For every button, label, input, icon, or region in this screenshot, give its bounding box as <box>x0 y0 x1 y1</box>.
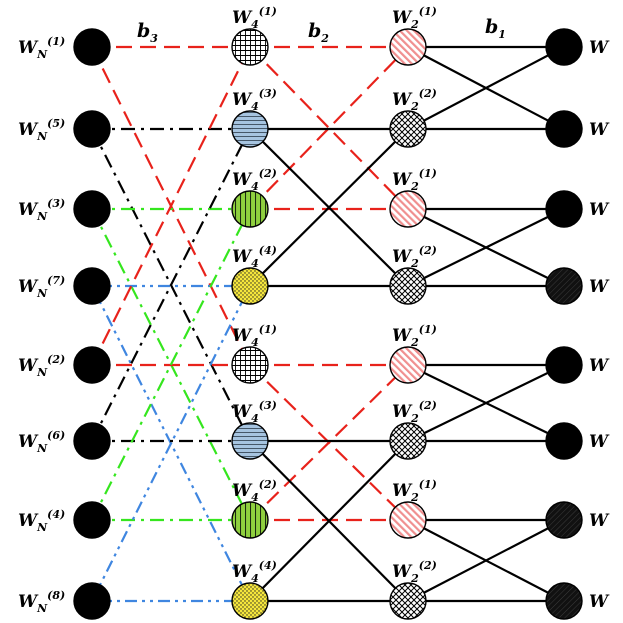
stage3-edge <box>407 208 565 287</box>
stage3-node <box>389 582 427 620</box>
input-node-label: WN(6) <box>18 429 65 455</box>
stage3-node <box>389 346 427 384</box>
input-node <box>73 422 111 460</box>
stage1-edge <box>91 128 251 442</box>
stage2-node <box>231 110 269 148</box>
nodes <box>73 28 583 620</box>
stage-label-b2: b2 <box>308 20 329 45</box>
stage3-node-label: W2(2) <box>392 399 437 425</box>
stage-label-b1: b1 <box>485 16 506 41</box>
output-node-label: W <box>589 432 610 452</box>
stage3-node <box>389 422 427 460</box>
input-node-label: WN(5) <box>18 117 65 143</box>
stage2-node-label: W4(1) <box>232 5 277 31</box>
stage3-node-label: W2(2) <box>392 244 437 270</box>
stage2-node <box>231 422 269 460</box>
input-node <box>73 582 111 620</box>
output-node-label: W <box>589 592 610 612</box>
stage1-edge <box>91 285 251 602</box>
input-node-label: WN(7) <box>18 274 65 300</box>
stage2-node-label: W4(4) <box>232 559 277 585</box>
stage-label-b3: b3 <box>137 20 158 45</box>
stage2-edge <box>249 46 409 210</box>
input-node <box>73 28 111 66</box>
output-node-label: W <box>589 511 610 531</box>
node-labels: WN(1) WN(5) WN(3) WN(7) WN(2) WN(6) WN(4) WN(8)… <box>18 5 610 615</box>
stage3-node-label: W2(2) <box>392 559 437 585</box>
stage2-edge <box>249 128 409 287</box>
stage2-node-label: W4(2) <box>232 478 277 504</box>
stage3-node-label: W2(1) <box>392 478 437 504</box>
stage2-node <box>231 346 269 384</box>
stage2-node <box>231 501 269 539</box>
output-node <box>545 110 583 148</box>
output-node <box>545 267 583 305</box>
stage2-node <box>231 582 269 620</box>
stage3-node-label: W2(1) <box>392 5 437 31</box>
stage2-node-label: W4(1) <box>232 323 277 349</box>
stage3-node-label: W2(1) <box>392 323 437 349</box>
input-node <box>73 501 111 539</box>
input-node-label: WN(8) <box>18 589 65 615</box>
stage2-node <box>231 28 269 66</box>
input-node <box>73 346 111 384</box>
stage3-node <box>389 28 427 66</box>
output-node-label: W <box>589 120 610 140</box>
stage3-node <box>389 110 427 148</box>
input-node <box>73 267 111 305</box>
stage2-edge <box>249 440 409 602</box>
stage2-node-label: W4(2) <box>232 167 277 193</box>
output-node <box>545 422 583 460</box>
input-node-label: WN(4) <box>18 508 65 534</box>
stage2-node-label: W4(4) <box>232 244 277 270</box>
stage3-edge <box>407 519 565 602</box>
input-node <box>73 190 111 228</box>
stage3-node <box>389 501 427 539</box>
stage3-node-label: W2(1) <box>392 167 437 193</box>
stage2-edge <box>249 364 409 521</box>
output-node-label: W <box>589 356 610 376</box>
stage-labels: b3 b2 b1 <box>137 16 506 45</box>
output-node <box>545 346 583 384</box>
stage2-node-label: W4(3) <box>232 399 277 425</box>
output-node <box>545 582 583 620</box>
input-node-label: WN(2) <box>18 353 65 379</box>
stage3-edge <box>407 364 565 442</box>
stage3-node <box>389 267 427 305</box>
input-node-label: WN(1) <box>18 35 65 61</box>
stage3-node <box>389 190 427 228</box>
output-node <box>545 28 583 66</box>
stage1-edge <box>91 46 251 366</box>
stage3-edge <box>407 46 565 130</box>
edges <box>91 45 565 603</box>
output-node <box>545 190 583 228</box>
output-node-label: W <box>589 200 610 220</box>
stage3-node-label: W2(2) <box>392 87 437 113</box>
stage2-node-label: W4(3) <box>232 87 277 113</box>
output-node-label: W <box>589 38 610 58</box>
output-node-label: W <box>589 277 610 297</box>
stage2-edge <box>249 46 409 210</box>
stage2-node <box>231 267 269 305</box>
stage1-edge <box>91 208 251 521</box>
input-node-label: WN(3) <box>18 197 65 223</box>
output-node <box>545 501 583 539</box>
input-node <box>73 110 111 148</box>
stage2-node <box>231 190 269 228</box>
